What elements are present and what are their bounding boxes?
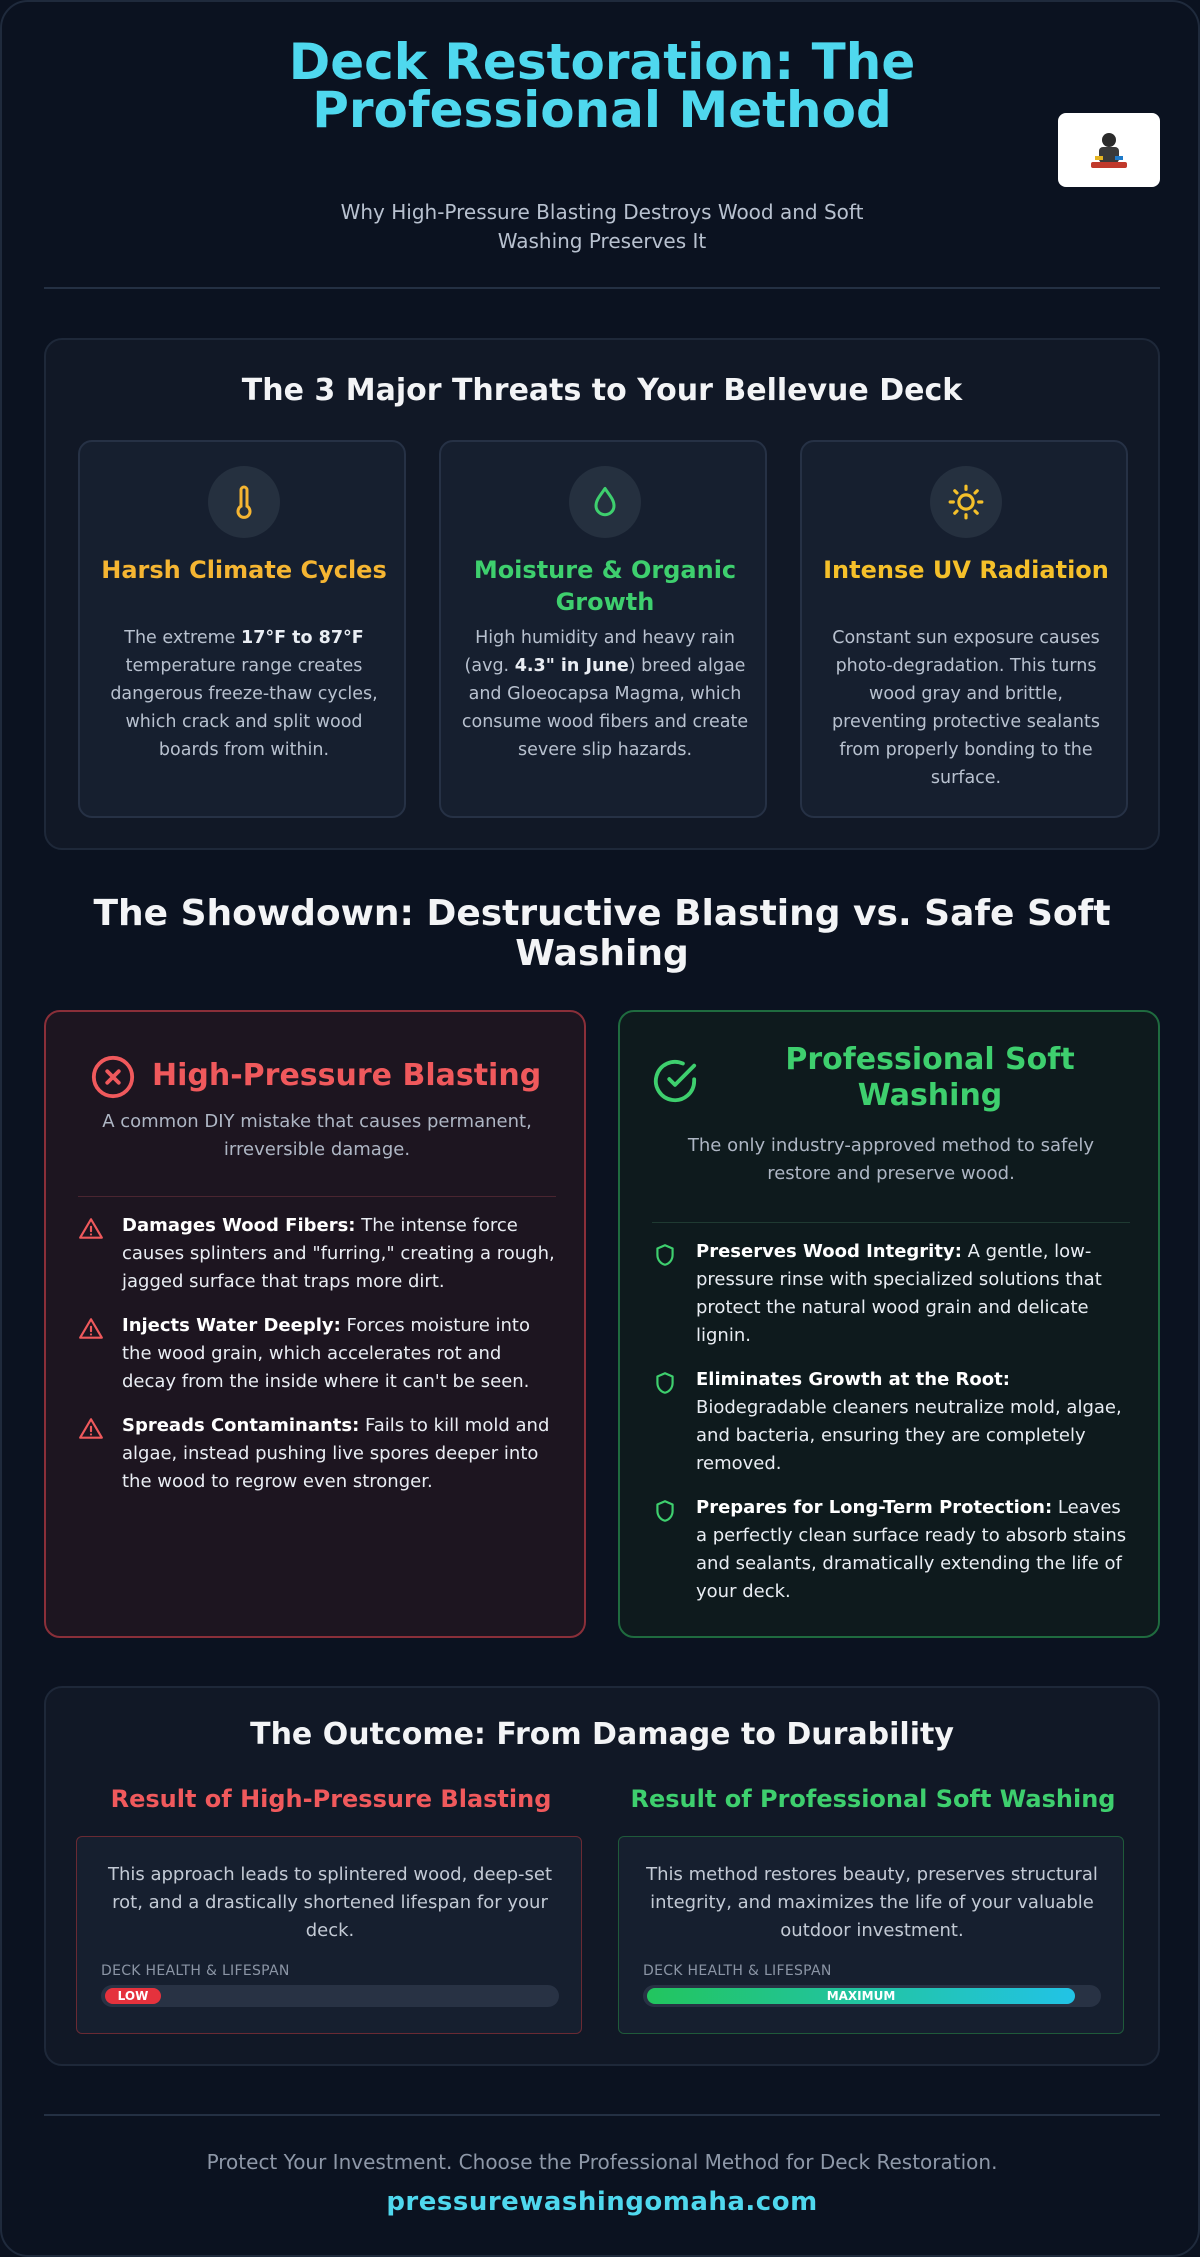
list-item: Preserves Wood Integrity: A gentle, low-…: [652, 1238, 1130, 1358]
shield-icon: [656, 1244, 674, 1266]
list-item: Prepares for Long-Term Protection: Leave…: [652, 1494, 1130, 1614]
health-meter-fill: LOW: [105, 1988, 161, 2004]
outcome-good-title: Result of Professional Soft Washing: [630, 1785, 1116, 1813]
soft-washing-panel: Professional Soft Washing The only indus…: [618, 1010, 1160, 1638]
page-title: Deck Restoration: The Professional Metho…: [288, 33, 916, 139]
outcome-good-box: This method restores beauty, preserves s…: [618, 1836, 1124, 2034]
thermometer-icon: [236, 485, 252, 519]
meter-value: MAXIMUM: [826, 1989, 896, 2003]
warning-icon: [79, 1418, 103, 1439]
threat-card-title: Harsh Climate Cycles: [101, 556, 387, 584]
meter-value: LOW: [117, 1989, 149, 2003]
health-meter-track: LOW: [101, 1985, 559, 2007]
sun-icon: [948, 484, 984, 520]
outcome-title: The Outcome: From Damage to Durability: [250, 1717, 954, 1752]
list-item: Eliminates Growth at the Root: Biodegrad…: [652, 1366, 1130, 1486]
health-meter-track: MAXIMUM: [643, 1985, 1101, 2007]
threat-card-uv: Intense UV Radiation Constant sun exposu…: [800, 440, 1128, 818]
footer-website-link[interactable]: pressurewashingomaha.com: [386, 2187, 818, 2217]
outcome-bad-text: This approach leads to splintered wood, …: [107, 1864, 553, 1941]
company-logo-icon: [1091, 133, 1127, 168]
meter-label: DECK HEALTH & LIFESPAN: [643, 1963, 832, 1979]
threat-card-description: The extreme 17°F to 87°F temperature ran…: [110, 628, 378, 760]
threat-card-description: Constant sun exposure causes photo-degra…: [832, 628, 1100, 788]
soft-washing-title: Professional Soft Washing: [785, 1042, 1075, 1113]
header-divider: [44, 287, 1160, 289]
outcome-good-text: This method restores beauty, preserves s…: [646, 1864, 1098, 1941]
list-item: Damages Wood Fibers: The intense force c…: [78, 1212, 556, 1302]
threat-card-climate: Harsh Climate Cycles The extreme 17°F to…: [78, 440, 406, 818]
shield-icon: [656, 1500, 674, 1522]
threat-card-description: High humidity and heavy rain (avg. 4.3" …: [461, 628, 749, 760]
outcome-bad-title: Result of High-Pressure Blasting: [110, 1785, 552, 1813]
footer-tagline: Protect Your Investment. Choose the Prof…: [206, 2150, 998, 2174]
blasting-divider: [78, 1196, 556, 1197]
blasting-subtitle: A common DIY mistake that causes permane…: [102, 1111, 532, 1160]
shield-icon: [656, 1372, 674, 1394]
threats-title: The 3 Major Threats to Your Bellevue Dec…: [241, 373, 963, 408]
threat-card-title: Moisture & Organic Growth: [473, 556, 737, 616]
warning-icon: [79, 1218, 103, 1239]
threat-card-moisture: Moisture & Organic Growth High humidity …: [439, 440, 767, 818]
threats-panel: The 3 Major Threats to Your Bellevue Dec…: [44, 338, 1160, 850]
page-subtitle: Why High-Pressure Blasting Destroys Wood…: [340, 200, 864, 253]
outcome-bad-box: This approach leads to splintered wood, …: [76, 1836, 582, 2034]
footer-divider: [44, 2114, 1160, 2116]
health-meter-fill: MAXIMUM: [647, 1988, 1075, 2004]
blasting-title: High-Pressure Blasting: [152, 1058, 542, 1093]
meter-label: DECK HEALTH & LIFESPAN: [101, 1963, 290, 1979]
check-circle-icon: [653, 1059, 697, 1103]
x-circle-icon: [91, 1055, 135, 1099]
list-item: Spreads Contaminants: Fails to kill mold…: [78, 1412, 556, 1502]
soft-washing-divider: [652, 1222, 1130, 1223]
water-drop-icon: [594, 487, 616, 517]
threat-card-title: Intense UV Radiation: [823, 556, 1109, 584]
showdown-title: The Showdown: Destructive Blasting vs. S…: [93, 893, 1111, 974]
header: Deck Restoration: The Professional Metho…: [44, 33, 1160, 288]
list-item: Injects Water Deeply: Forces moisture in…: [78, 1312, 556, 1402]
warning-icon: [79, 1318, 103, 1339]
company-logo: [1058, 113, 1160, 187]
blasting-panel: High-Pressure Blasting A common DIY mist…: [44, 1010, 586, 1638]
soft-washing-subtitle: The only industry-approved method to saf…: [687, 1135, 1095, 1184]
